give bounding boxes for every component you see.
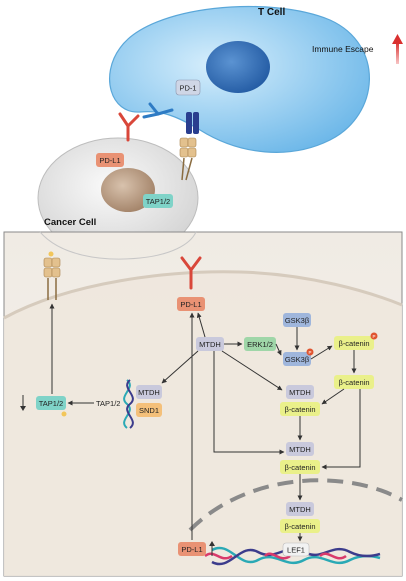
complex1-top-box (286, 385, 314, 399)
bcat-label: β-catenin (339, 378, 370, 387)
arrow-bcat-to-complex2 (321, 389, 361, 470)
pdl1-box-top (96, 153, 124, 167)
phospho-icon-gsk (306, 348, 314, 356)
pdl1-receptor-icon-membrane (180, 256, 202, 290)
pd1-box (175, 79, 201, 96)
t-cell-nucleus (206, 41, 270, 93)
cancer-cell-label: Cancer Cell (44, 217, 96, 228)
t-cell-label: T Cell (258, 7, 285, 18)
pdl1-box-membrane (177, 297, 205, 311)
mtdh-main-box (196, 337, 224, 351)
complex1-top-label: MTDH (289, 388, 311, 397)
phospho-label-gsk: P (308, 350, 311, 355)
up-arrow-icon (392, 34, 403, 64)
pdl1-box-bottom (178, 542, 206, 556)
immune-escape-label: Immune Escape (312, 44, 374, 54)
erk-label: ERK1/2 (247, 340, 273, 349)
arrow-gskp-to-bcatp (310, 345, 333, 360)
tap-box-top (143, 194, 173, 208)
gsk3b-box (283, 313, 311, 327)
mtdh-main-label: MTDH (199, 340, 221, 349)
tap-peptide-icon (61, 411, 67, 417)
complex3-bottom-label: β-catenin (285, 522, 316, 531)
down-arrow-icon (20, 395, 26, 411)
complex1-bottom-box (280, 402, 320, 416)
mtdh-snd1-top-box (136, 385, 162, 399)
pd1-label: PD-1 (179, 84, 196, 93)
gsk3b-p-label: GSK3β (285, 355, 310, 364)
mtdh-snd1-bottom-label: SND1 (139, 406, 159, 415)
pd1-receptor-icon (142, 102, 174, 119)
bcat-p-box (334, 336, 374, 350)
gsk3b-label: GSK3β (285, 316, 310, 325)
phospho-icon-bcat (370, 332, 378, 340)
arrow-mtdh-to-snd1 (161, 350, 199, 384)
immune-escape-legend: Immune Escape (312, 34, 403, 64)
arrow-mtdh-to-complex1 (221, 350, 283, 391)
gsk3b-p-box (283, 352, 311, 366)
arrow-bcat-to-complex1 (321, 388, 345, 405)
erk-box (244, 337, 276, 351)
tap-text: TAP1/2 (96, 399, 120, 408)
tap-label-top: TAP1/2 (146, 197, 170, 206)
cancer-cell-nucleus (101, 168, 155, 212)
pdl1-label-membrane: PD-L1 (180, 300, 201, 309)
complex2-top-box (286, 442, 314, 456)
complex2-top-label: MTDH (289, 445, 311, 454)
mtdh-snd1-top-label: MTDH (138, 388, 160, 397)
up-small-arrow-icon (209, 541, 215, 556)
t-cell: T Cell (109, 5, 370, 153)
arrow-mtdh-to-complex2 (213, 351, 285, 455)
pdl1-receptor-icon-top (118, 112, 140, 142)
lef1-label: LEF1 (287, 546, 305, 555)
complex3-bottom-box (280, 519, 320, 533)
complex3-top-box (286, 502, 314, 516)
complex2-bottom-label: β-catenin (285, 463, 316, 472)
pdl1-label-bottom: PD-L1 (181, 545, 202, 554)
complex3-top-label: MTDH (289, 505, 311, 514)
arrow-erk-to-gskp (275, 343, 282, 356)
mhc-complex-icon-top (179, 137, 197, 181)
dna-helix-icon-left (123, 379, 134, 429)
complex2-bottom-box (280, 460, 320, 474)
pdl1-label-top: PD-L1 (99, 156, 120, 165)
lef1-box (282, 542, 310, 557)
bcat-box (334, 375, 374, 389)
mtdh-snd1-bottom-box (136, 403, 162, 417)
tcr-receptor-icon (186, 112, 199, 134)
bcat-p-label: β-catenin (339, 339, 370, 348)
mhc-complex-icon-membrane (43, 251, 61, 300)
pathway-arrows (161, 312, 361, 542)
complex1-bottom-label: β-catenin (285, 405, 316, 414)
phospho-label-bcat: P (372, 334, 375, 339)
tap-box (36, 396, 66, 410)
tap-box-label: TAP1/2 (39, 399, 63, 408)
arrow-mtdh-to-pdl1 (196, 312, 206, 338)
